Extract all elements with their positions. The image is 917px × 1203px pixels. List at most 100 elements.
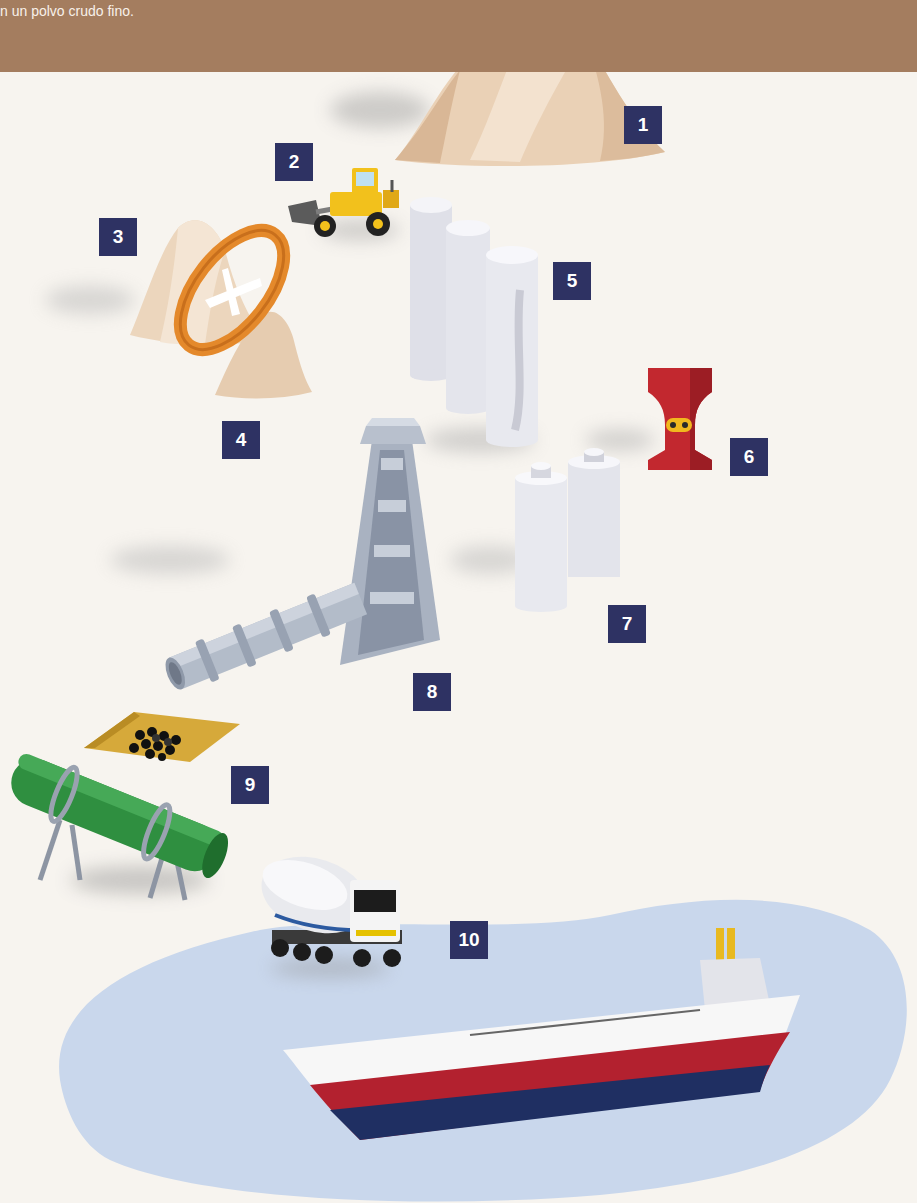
cement-truck — [252, 844, 402, 967]
water-area-part — [59, 900, 907, 1202]
cement-mill-part — [16, 752, 226, 849]
wheel-loader-part — [320, 221, 330, 231]
cement-truck-part — [383, 949, 401, 967]
preheater-tower-part — [358, 450, 424, 655]
rotary-kiln-part — [269, 608, 294, 652]
clinker-cooler-part — [153, 741, 163, 751]
drop-shadows-part — [585, 430, 655, 450]
header-band: n un polvo crudo fino. — [0, 0, 917, 72]
rotary-kiln-part — [232, 623, 257, 667]
cement-mill-part — [40, 820, 60, 880]
homogenizing-silos-part — [568, 462, 620, 577]
cement-ship — [283, 928, 800, 1140]
wheel-loader-part — [383, 190, 399, 208]
callout-number-box: 10 — [450, 921, 488, 959]
rotary-kiln-part — [161, 655, 189, 693]
cement-truck-part — [256, 850, 353, 919]
cement-mill-part — [72, 825, 80, 880]
clinker-cooler-part — [164, 738, 172, 746]
wheel-loader-part — [356, 172, 374, 186]
cement-mill-part — [197, 829, 234, 881]
storage-silos-part — [446, 228, 490, 408]
stacker-reclaimer-part — [161, 213, 304, 368]
rotary-kiln-part — [195, 638, 220, 682]
storage-silos-part — [410, 205, 452, 375]
callout-number: 4 — [236, 429, 247, 451]
callout-number-box: 8 — [413, 673, 451, 711]
storage-silos-part — [410, 197, 452, 213]
preheater-tower-part — [370, 592, 414, 604]
storage-silos-part — [410, 369, 452, 381]
cement-truck-part — [315, 946, 333, 964]
clinker-cooler-part — [135, 730, 145, 740]
wheel-loader-part — [391, 180, 394, 192]
raw-mill-part — [648, 368, 712, 470]
raw-material-pile-part — [395, 70, 460, 163]
callout-number-box: 7 — [608, 605, 646, 643]
clinker-cooler-part — [145, 749, 155, 759]
drop-shadows-part — [45, 286, 135, 314]
rotary-kiln — [160, 578, 369, 697]
homogenizing-silos-part — [515, 600, 567, 612]
preheater-tower-part — [360, 426, 426, 444]
callout-number: 2 — [289, 151, 300, 173]
clinker-cooler-part — [165, 745, 175, 755]
rotary-kiln-part — [306, 594, 331, 638]
preheater-tower-part — [374, 545, 410, 557]
drop-shadows-part — [330, 92, 430, 128]
homogenizing-silos — [515, 448, 620, 612]
rotary-kiln-part — [166, 660, 184, 686]
preheater-tower-part — [378, 500, 406, 512]
callout-number-box: 6 — [730, 438, 768, 476]
cement-ship-part — [716, 928, 724, 962]
preheater-tower — [340, 418, 440, 665]
clinker-cooler — [84, 712, 240, 762]
callout-number: 10 — [458, 929, 479, 951]
cement-truck-part — [353, 949, 371, 967]
cement-mill — [2, 747, 235, 900]
raw-mill-part — [690, 368, 712, 470]
cement-truck-part — [275, 915, 360, 930]
drop-shadows-part — [110, 546, 230, 574]
clinker-cooler-part — [84, 712, 240, 762]
callout-number-box: 5 — [553, 262, 591, 300]
homogenizing-silos-part — [584, 448, 604, 456]
raw-mill-part — [682, 422, 688, 428]
storage-silos-part — [486, 433, 538, 447]
clinker-cooler-part — [171, 735, 181, 745]
raw-mill-part — [666, 418, 692, 432]
callout-number: 1 — [638, 114, 649, 136]
callout-number: 5 — [567, 270, 578, 292]
rotary-kiln-part — [169, 583, 367, 689]
header-text: n un polvo crudo fino. — [0, 3, 134, 19]
cement-ship-part — [283, 995, 800, 1140]
wheel-loader-part — [314, 215, 336, 237]
raw-mill-part — [670, 422, 676, 428]
preheater-tower-part — [381, 458, 403, 470]
storage-silos-part — [486, 255, 538, 440]
homogenizing-silos-part — [531, 462, 551, 470]
cement-truck-part — [350, 880, 400, 942]
raw-mill — [648, 368, 712, 470]
callout-number-box: 2 — [275, 143, 313, 181]
preheater-tower-part — [340, 440, 440, 665]
storage-silos-part — [515, 290, 520, 430]
callout-number-box: 9 — [231, 766, 269, 804]
clinker-cooler-part — [84, 712, 140, 748]
callout-number-box: 3 — [99, 218, 137, 256]
storage-silos-part — [446, 402, 490, 414]
callout-number-box: 4 — [222, 421, 260, 459]
callout-number: 8 — [427, 681, 438, 703]
cement-truck-part — [356, 930, 396, 936]
wheel-loader-part — [366, 212, 390, 236]
cement-mill-part — [46, 765, 83, 825]
clinker-cooler-part — [158, 753, 166, 761]
callout-number: 3 — [113, 226, 124, 248]
cement-ship-part — [470, 1010, 700, 1035]
callout-number: 6 — [744, 446, 755, 468]
rotary-kiln-part — [169, 583, 359, 669]
cement-ship-part — [310, 1032, 790, 1140]
stacker-reclaimer-part — [222, 268, 240, 316]
